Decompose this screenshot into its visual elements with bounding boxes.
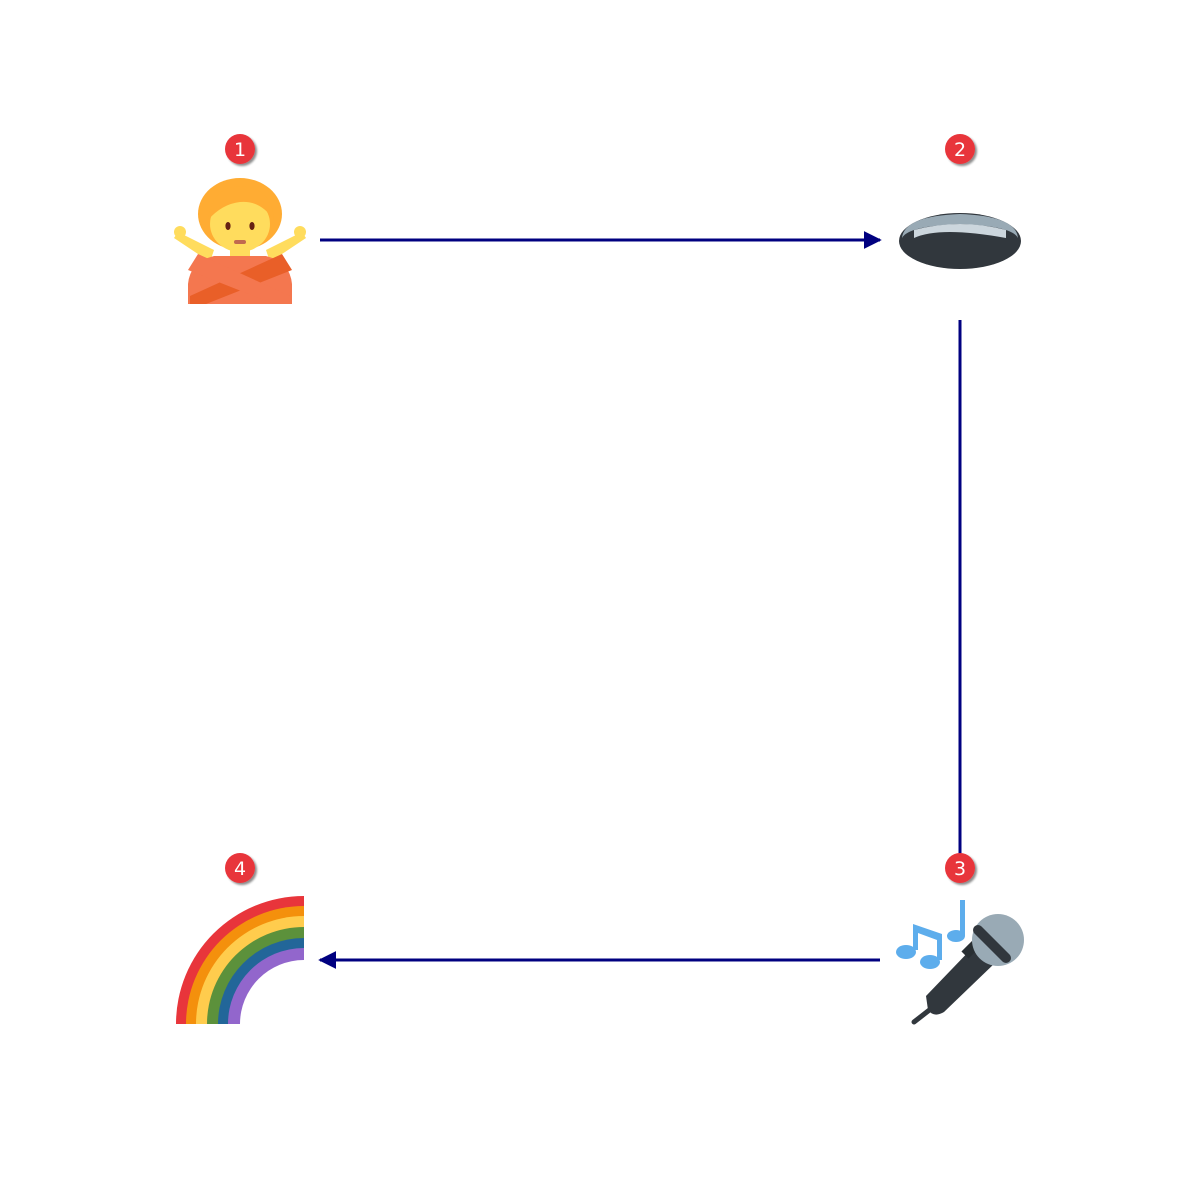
step-badge-2: 2 <box>945 134 975 164</box>
microphone-icon <box>896 900 1024 1025</box>
rainbow-icon <box>176 896 304 1024</box>
step-badge-1: 1 <box>225 134 255 164</box>
step-number-1: 1 <box>234 139 246 161</box>
hole-icon <box>899 213 1021 269</box>
node-4: 4 <box>176 853 304 1024</box>
step-number-4: 4 <box>234 858 246 880</box>
step-badge-3: 3 <box>945 853 975 883</box>
person-gesturing-no-icon <box>174 178 306 304</box>
step-number-3: 3 <box>954 858 966 880</box>
node-3: 3 <box>896 853 1024 1025</box>
step-badge-4: 4 <box>225 853 255 883</box>
node-2: 2 <box>899 134 1021 269</box>
step-number-2: 2 <box>954 139 966 161</box>
node-1: 1 <box>174 134 306 304</box>
